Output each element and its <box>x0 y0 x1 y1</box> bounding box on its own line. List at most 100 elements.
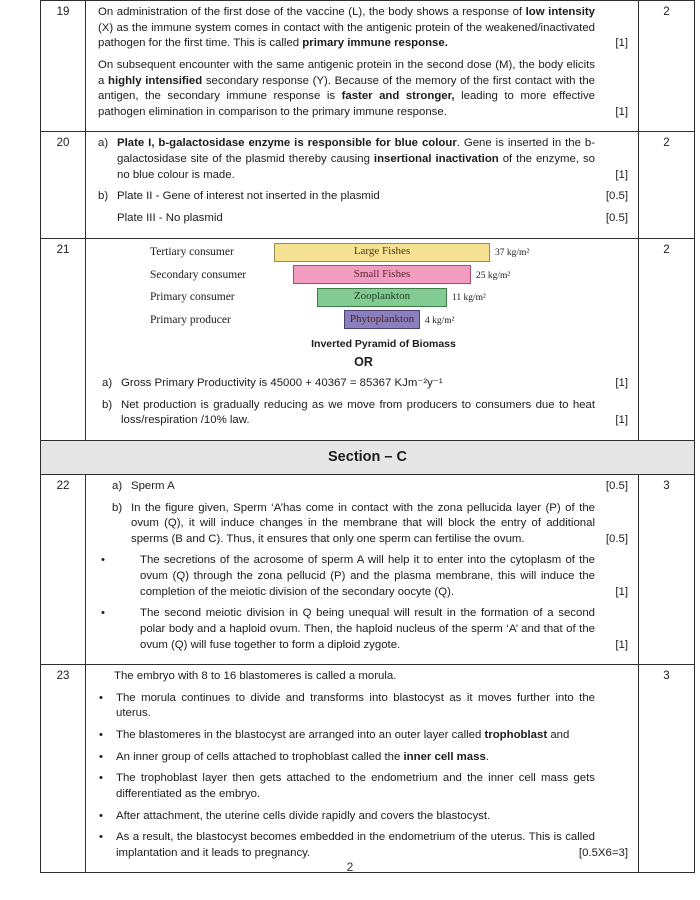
text-segment: leading to more effective pathogen elimi… <box>98 90 596 118</box>
marks-tag: [0.5X6=3] <box>578 846 628 859</box>
text-segment: Sperm A <box>131 479 175 492</box>
question-number-cell: 19 <box>41 1 86 132</box>
bullet-text: As a result, the blastocyst becomes embe… <box>116 830 595 861</box>
text-segment: The secretions of the acrosome of sperm … <box>140 554 595 598</box>
text-segment: The embryo with 8 to 16 blastomeres is c… <box>114 670 397 683</box>
item-text: Sperm A <box>131 479 595 495</box>
or-divider: OR <box>354 354 373 369</box>
question-number-cell: 22 <box>41 474 86 665</box>
text-segment: faster and stronger, <box>341 90 455 103</box>
marks-tag: [1] <box>615 638 628 651</box>
marks-tag: [1] <box>615 414 628 427</box>
bullet-item: • The blastomeres in the blastocyst are a… <box>98 728 629 744</box>
bullet-text: The trophoblast layer then gets attached… <box>116 771 595 802</box>
bullet-marker: • <box>99 691 103 704</box>
biomass-value: 25 kg/m² <box>476 270 511 281</box>
bullet-text: The second meiotic division in Q being u… <box>140 606 595 653</box>
item-label: b) <box>112 501 123 514</box>
bullet-marker: • <box>99 729 103 741</box>
text-segment: secondary response (Y). Because of the m… <box>98 74 595 103</box>
bullet-marker: • <box>101 554 105 567</box>
question-row: 21 Tertiary consumer Large Fishes 37 kg/m² S… <box>41 238 694 441</box>
answer-paragraph: On administration of the first dose of t… <box>98 5 629 52</box>
figure-caption: Inverted Pyramid of Biomass <box>311 337 456 350</box>
trophic-label: Primary consumer <box>150 291 235 303</box>
answer-item: a) Gross Primary Productivity is 45000 + … <box>102 376 629 392</box>
marks-tag: [1] <box>615 37 628 50</box>
marks-tag: [0.5] <box>605 190 628 203</box>
biomass-value: 11 kg/m² <box>452 293 486 303</box>
section-header-row: Section – C <box>41 440 694 475</box>
bullet-item: • The trophoblast layer then gets attache… <box>98 771 629 802</box>
answer-item: Plate III - No plasmid [0.5] <box>98 211 629 227</box>
answer-cell: Tertiary consumer Large Fishes 37 kg/m² Sec… <box>86 239 638 440</box>
question-number-cell: 23 <box>41 665 86 873</box>
text-segment: An inner group of cells attached to trop… <box>116 750 404 763</box>
marks-tag: [0.5] <box>605 211 628 224</box>
bullet-text: The blastomeres in the blastocyst are ar… <box>116 728 595 744</box>
bullet-item: • The morula continues to divide and tran… <box>98 691 629 722</box>
bullet-text: The secretions of the acrosome of sperm … <box>140 553 595 600</box>
answer-item: b) Net production is gradually reducing a… <box>102 398 629 429</box>
bullet-item: •An inner group of cells attached to tro… <box>98 750 629 766</box>
marks-cell: 2 <box>638 132 694 238</box>
marks-tag: [1] <box>615 168 628 181</box>
biomass-box: Phytoplankton <box>344 310 420 329</box>
page-number: 2 <box>346 860 354 874</box>
text-segment: and <box>547 729 570 741</box>
text-segment: On administration of the first dose of t… <box>98 6 526 18</box>
text-segment: The morula continues to divide and trans… <box>116 691 595 720</box>
marks-tag: [1] <box>615 377 628 389</box>
marks-cell: 2 <box>638 1 694 132</box>
text-segment: After attachment, the uterine cells divi… <box>116 809 491 822</box>
answer-item: a) Sperm A [0.5] <box>112 479 629 495</box>
item-label <box>98 211 117 227</box>
item-text: Net production is gradually reducing as … <box>121 398 595 429</box>
marks-tag: [0.5] <box>605 532 628 545</box>
bullet-text: After attachment, the uterine cells divi… <box>116 809 595 825</box>
answer-cell: a) Sperm A [0.5] b) In the figure given, Spe… <box>86 475 638 664</box>
answer-item: b)Plate II - Gene of interest not insert… <box>98 189 629 205</box>
biomass-value: 37 kg/m² <box>495 248 530 258</box>
text-segment: trophoblast <box>484 729 548 741</box>
text-segment: of the enzyme, so no blue colour is made… <box>117 153 595 181</box>
answer-item: b) In the figure given, Sperm ‘A’has come… <box>112 501 629 548</box>
item-label: a) <box>98 137 109 150</box>
bullet-text: The morula continues to divide and trans… <box>116 691 595 722</box>
answer-paragraph: The embryo with 8 to 16 blastomeres is c… <box>114 669 629 685</box>
text-segment: Plate I, b-galactosidase enzyme is respo… <box>117 137 457 150</box>
item-text: Gross Primary Productivity is 45000 + 40… <box>121 376 595 392</box>
trophic-label: Primary producer <box>150 313 231 326</box>
trophic-label: Secondary consumer <box>150 268 247 281</box>
item-text: In the figure given, Sperm ‘A’has come i… <box>131 501 595 548</box>
bullet-marker: • <box>99 772 103 785</box>
text-segment: On subsequent encounter with the same an… <box>98 58 595 87</box>
text-segment: . <box>485 750 489 763</box>
text-segment: Gross Primary Productivity is 45000 + 40… <box>121 377 443 389</box>
answer-cell: a) Plate I, b-galactosidase enzyme is res… <box>86 132 638 237</box>
text-segment: insertional inactivation <box>373 153 499 165</box>
item-label: b) <box>102 398 113 411</box>
question-number-cell: 21 <box>41 238 86 440</box>
answer-paragraph: On subsequent encounter with the same an… <box>98 58 629 121</box>
biomass-value: 4 kg/m² <box>425 315 455 326</box>
item-label: a) <box>112 479 123 492</box>
biomass-box: Large Fishes <box>274 242 490 262</box>
item-label: a) <box>102 377 113 389</box>
item-text: Plate III - No plasmid <box>117 211 595 227</box>
marks-cell: 3 <box>638 665 694 873</box>
text-segment: . Gene is inserted in the b-galactosidas… <box>117 137 595 165</box>
text-segment: (X) as the immune system comes in contac… <box>98 21 595 50</box>
marks-tag: [0.5] <box>605 479 628 492</box>
marks-cell: 2 <box>638 238 694 440</box>
marks-tag: [1] <box>615 585 628 598</box>
trophic-label: Tertiary consumer <box>150 246 234 258</box>
text-segment: Plate II - Gene of interest not inserted… <box>117 190 380 203</box>
answer-cell: On administration of the first dose of t… <box>86 1 638 131</box>
item-text: Plate II - Gene of interest not inserted… <box>117 189 595 205</box>
question-row: 22 a) Sperm A [0.5] b) In the figure given, S… <box>41 474 694 666</box>
text-segment: highly intensified <box>108 74 203 87</box>
